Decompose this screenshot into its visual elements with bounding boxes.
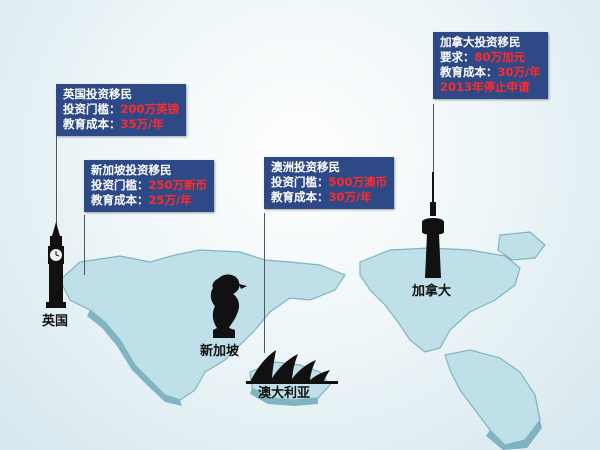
- place-label-uk: 英国: [42, 314, 69, 329]
- singapore-threshold-label: 投资门槛：: [91, 178, 149, 192]
- canada-callout: 加拿大投资移民 要求：80万加元 教育成本：30万/年 2013年停止申请: [433, 32, 548, 99]
- australia-callout: 澳洲投资移民 投资门槛：500万澳币 教育成本：30万/年: [264, 157, 395, 209]
- place-label-canada: 加拿大: [412, 284, 452, 299]
- canada-note: 2013年停止申请: [440, 80, 530, 94]
- canada-req-value: 80万加元: [474, 50, 526, 64]
- canada-cost-label: 教育成本：: [440, 65, 498, 79]
- canada-req-label: 要求：: [440, 50, 475, 64]
- big-ben-icon: [46, 222, 66, 308]
- merlion-icon: [210, 274, 247, 338]
- canada-leader-line: [433, 104, 434, 214]
- singapore-cost-label: 教育成本：: [91, 193, 149, 207]
- cn-tower-icon: [422, 172, 444, 278]
- australia-callout-title: 澳洲投资移民: [271, 160, 340, 174]
- singapore-callout: 新加坡投资移民 投资门槛：250万新币 教育成本：25万/年: [84, 160, 215, 212]
- australia-threshold-value: 500万澳币: [328, 175, 388, 189]
- uk-callout-title: 英国投资移民: [63, 87, 132, 101]
- australia-threshold-label: 投资门槛：: [271, 175, 329, 189]
- uk-threshold-value: 200万英镑: [120, 102, 180, 116]
- opera-house-icon: [246, 350, 338, 384]
- australia-cost-value: 30万/年: [328, 190, 372, 204]
- uk-cost-value: 35万/年: [120, 117, 164, 131]
- uk-threshold-label: 投资门槛：: [63, 102, 121, 116]
- uk-cost-label: 教育成本：: [63, 117, 121, 131]
- canada-cost-value: 30万/年: [497, 65, 541, 79]
- singapore-callout-title: 新加坡投资移民: [91, 163, 172, 177]
- canada-callout-title: 加拿大投资移民: [440, 35, 521, 49]
- australia-leader-line: [264, 213, 265, 353]
- singapore-cost-value: 25万/年: [148, 193, 192, 207]
- singapore-threshold-value: 250万新币: [148, 178, 208, 192]
- singapore-leader-line: [84, 215, 85, 275]
- uk-callout: 英国投资移民 投资门槛：200万英镑 教育成本：35万/年: [56, 84, 187, 136]
- australia-cost-label: 教育成本：: [271, 190, 329, 204]
- place-label-singapore: 新加坡: [200, 344, 240, 359]
- place-label-australia: 澳大利亚: [258, 386, 311, 401]
- uk-leader-line: [56, 108, 57, 230]
